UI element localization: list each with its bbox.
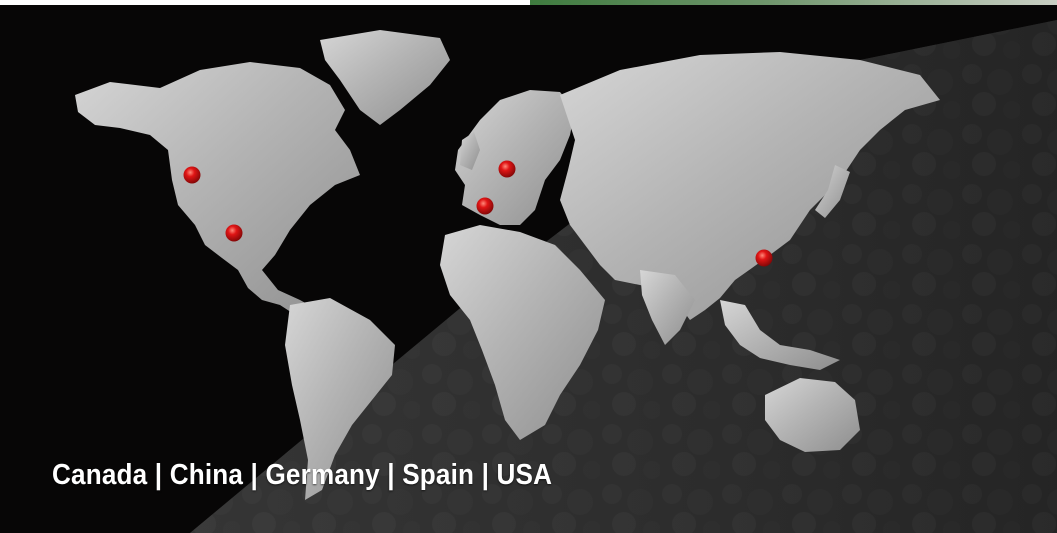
great-britain (460, 132, 480, 170)
top-strip-white (0, 0, 530, 5)
north-america (75, 62, 360, 318)
top-strip-green (530, 0, 1057, 5)
locations-caption: Canada | China | Germany | Spain | USA (52, 459, 553, 491)
europe (455, 90, 575, 225)
africa (440, 225, 605, 440)
marker-canada (183, 166, 201, 184)
south-america (285, 298, 395, 500)
marker-spain (476, 197, 494, 215)
marker-usa (225, 224, 243, 242)
asia (560, 52, 940, 320)
marker-china (755, 249, 773, 267)
southeast-asia (720, 300, 840, 370)
location-markers (183, 160, 773, 267)
continents (75, 30, 940, 500)
india (640, 270, 695, 345)
marker-germany (498, 160, 516, 178)
australia (765, 378, 860, 452)
greenland (320, 30, 450, 125)
japan (815, 165, 850, 218)
